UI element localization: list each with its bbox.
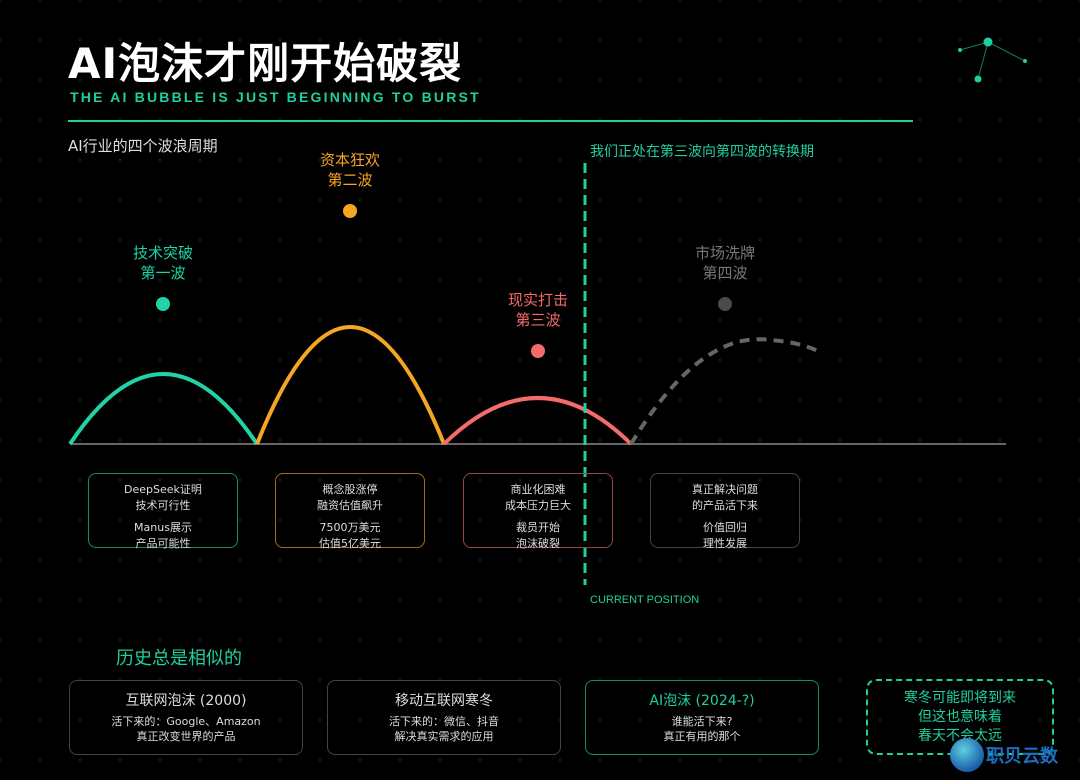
wave-1-label: 技术突破第一波 bbox=[103, 243, 223, 283]
wave-2-label: 资本狂欢第二波 bbox=[290, 150, 410, 190]
card-line: 商业化困难 bbox=[510, 483, 566, 496]
card-line: 产品可能性 bbox=[135, 537, 191, 550]
closing-note: 寒冬可能即将到来但这也意味着春天不会太远 bbox=[866, 679, 1054, 755]
card-line: DeepSeek证明 bbox=[124, 483, 202, 496]
watermark-text: 职贝云数 bbox=[986, 746, 1058, 767]
wave-3-arc bbox=[442, 396, 633, 446]
page-subtitle: THE AI BUBBLE IS JUST BEGINNING TO BURST bbox=[70, 89, 481, 105]
card-line: 估值5亿美元 bbox=[319, 537, 381, 550]
wave-3-label: 现实打击第三波 bbox=[478, 290, 598, 330]
wave-2-arc bbox=[255, 325, 446, 445]
card-line: 的产品活下来 bbox=[692, 499, 758, 512]
card-line: 真正解决问题 bbox=[692, 483, 758, 496]
wave-2-card: 概念股涨停融资估值飙升 7500万美元估值5亿美元 bbox=[275, 473, 425, 550]
wave-4-arc bbox=[629, 337, 821, 446]
transition-note: 我们正处在第三波向第四波的转换期 bbox=[590, 144, 814, 160]
history-card-title: 移动互联网寒冬 bbox=[395, 693, 493, 709]
history-card-line: 活下来的：Google、Amazon bbox=[111, 715, 261, 728]
history-card-line: 解决真实需求的应用 bbox=[394, 730, 494, 743]
current-position-label: CURRENT POSITION bbox=[590, 594, 700, 606]
history-card-line: 活下来的：微信、抖音 bbox=[389, 715, 499, 728]
wave-name: 市场洗牌 bbox=[694, 244, 755, 262]
wave-chart bbox=[68, 163, 1006, 585]
wave-ordinal: 第三波 bbox=[515, 311, 561, 329]
history-card-mobile: 移动互联网寒冬活下来的：微信、抖音解决真实需求的应用 bbox=[327, 680, 561, 755]
history-title: 历史总是相似的 bbox=[116, 648, 242, 669]
card-line: 成本压力巨大 bbox=[505, 499, 571, 512]
wave-name: 现实打击 bbox=[507, 291, 568, 309]
closing-line: 春天不会太远 bbox=[918, 728, 1002, 744]
wave-1-arc bbox=[68, 372, 259, 446]
wave-name: 资本狂欢 bbox=[319, 151, 380, 169]
wave-3-dot bbox=[531, 344, 545, 358]
closing-line: 但这也意味着 bbox=[918, 709, 1002, 725]
wave-2-dot bbox=[343, 204, 357, 218]
wave-1-dot bbox=[156, 297, 170, 311]
card-line: 泡沫破裂 bbox=[516, 537, 560, 550]
wave-ordinal: 第一波 bbox=[140, 264, 186, 282]
history-card-title: 互联网泡沫 (2000) bbox=[125, 693, 247, 709]
history-card-dotcom: 互联网泡沫 (2000) 活下来的：Google、Amazon 真正改变世界的产品 bbox=[69, 680, 303, 755]
card-line: 理性发展 bbox=[703, 537, 747, 550]
history-card-line: 真正有用的那个 bbox=[663, 730, 741, 743]
wave-3-card: 商业化困难成本压力巨大裁员开始泡沫破裂 bbox=[463, 473, 613, 550]
card-line: 融资估值飙升 bbox=[317, 499, 383, 512]
wave-1-card: DeepSeek证明技术可行性 Manus展示产品可能性 bbox=[88, 473, 238, 550]
history-card-ai: AI泡沫 (2024-?) 谁能活下来? 真正有用的那个 bbox=[585, 680, 819, 755]
card-line: 价值回归 bbox=[703, 521, 747, 534]
card-line: Manus展示 bbox=[134, 521, 192, 534]
card-line: 裁员开始 bbox=[516, 521, 560, 534]
watermark-logo: 职贝云数 bbox=[950, 738, 1058, 772]
history-card-title: AI泡沫 (2024-?) bbox=[649, 693, 755, 709]
wave-4-dot bbox=[718, 297, 732, 311]
card-line: 概念股涨停 bbox=[322, 483, 378, 496]
history-card-line: 谁能活下来? bbox=[671, 715, 733, 728]
wave-4-label: 市场洗牌第四波 bbox=[665, 243, 785, 283]
wave-ordinal: 第四波 bbox=[702, 264, 748, 282]
logo-icon bbox=[950, 738, 984, 772]
constellation-decoration bbox=[958, 37, 1027, 83]
section-title: AI行业的四个波浪周期 bbox=[68, 137, 218, 155]
history-card-line: 真正改变世界的产品 bbox=[136, 730, 236, 743]
page-title: AI泡沫才刚开始破裂 bbox=[68, 39, 463, 88]
title-divider bbox=[68, 120, 913, 122]
closing-line: 寒冬可能即将到来 bbox=[904, 690, 1016, 706]
wave-ordinal: 第二波 bbox=[327, 171, 373, 189]
wave-name: 技术突破 bbox=[132, 244, 193, 262]
card-line: 7500万美元 bbox=[319, 521, 381, 534]
card-line: 技术可行性 bbox=[135, 499, 191, 512]
wave-4-card: 真正解决问题的产品活下来价值回归理性发展 bbox=[650, 473, 800, 550]
